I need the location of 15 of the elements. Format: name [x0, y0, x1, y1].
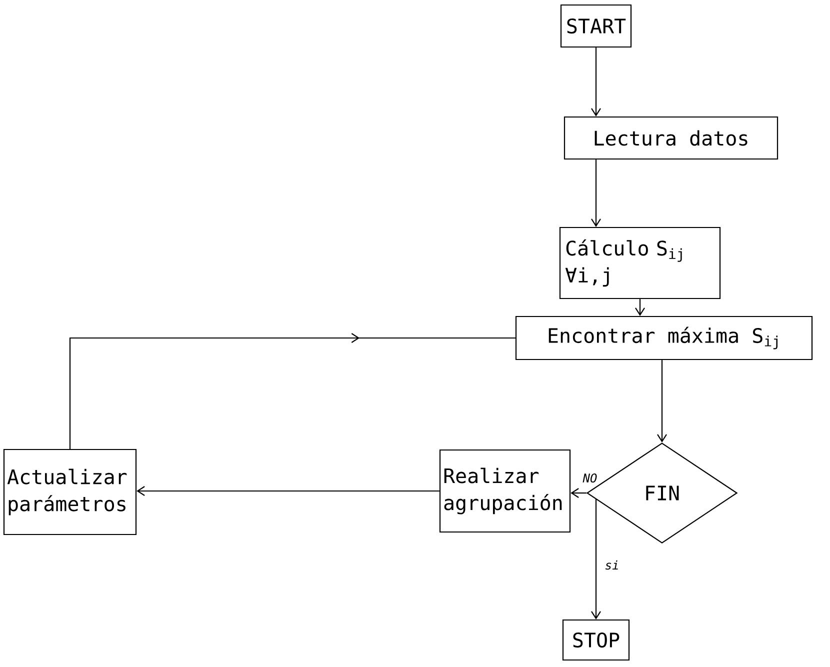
process-box: Cálculo S$_{ij}$ ∀i,j [559, 226, 721, 300]
process-box: Actualizar parámetros [3, 448, 137, 536]
arrow [591, 48, 601, 116]
process-box: Lectura datos [564, 116, 778, 160]
process-box: START [560, 4, 632, 48]
arrow [570, 488, 586, 498]
arrow [591, 499, 601, 620]
process-box: STOP [562, 619, 630, 661]
arrow [136, 486, 440, 496]
arrow [657, 360, 667, 442]
process-box: Realizar agrupación [439, 449, 571, 533]
process-box: Encontrar máxima S$_{ij}$ [515, 316, 813, 360]
arrow [591, 160, 601, 227]
arrow [635, 299, 645, 316]
edge-label: si [604, 559, 620, 571]
